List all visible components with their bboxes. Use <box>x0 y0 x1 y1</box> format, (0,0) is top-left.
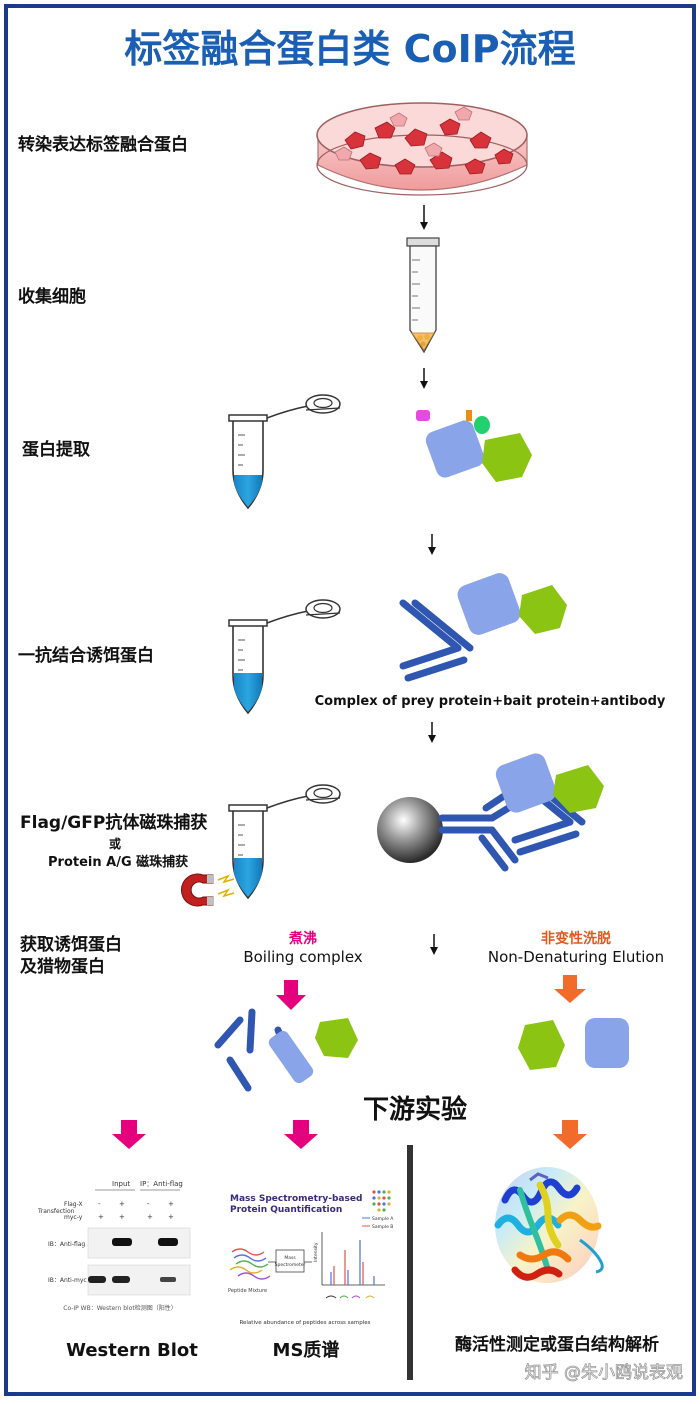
wb-sign: + <box>119 1200 125 1208</box>
step-transfect-label: 转染表达标签融合蛋白 <box>18 134 188 155</box>
non-denaturing-en-label: Non-Denaturing Elution <box>488 948 664 966</box>
ms-spectrum-plot: Intensity Sample A Sample B <box>313 1216 394 1299</box>
bottom-label-ms: MS质谱 <box>273 1339 340 1361</box>
magnet-icon <box>181 873 235 907</box>
step-beads-label: Flag/GFP抗体磁珠捕获 <box>20 812 207 833</box>
protein-mixture-icon <box>416 410 532 482</box>
ms-intensity-label: Intensity <box>313 1242 319 1262</box>
wb-sign: - <box>147 1200 150 1208</box>
step-obtain-label: 获取诱饵蛋白 <box>20 934 122 955</box>
ms-legend-a: Sample A <box>372 1216 394 1222</box>
wb-ib-myc: IB：Anti-myc <box>48 1277 87 1284</box>
wb-caption: Co-IP WB：Western blot检测图（阳性） <box>63 1304 177 1312</box>
wb-band <box>112 1276 130 1283</box>
boiling-en-label: Boiling complex <box>243 948 362 966</box>
wb-band <box>112 1238 132 1246</box>
step-beads-label-2: Protein A/G 磁珠捕获 <box>48 854 188 870</box>
step-collect-label: 收集细胞 <box>18 286 86 307</box>
petri-dish-icon <box>316 102 528 196</box>
ms-dot-matrix <box>372 1190 391 1212</box>
wb-sign: + <box>168 1213 174 1221</box>
ms-box-2: Spectrometer <box>275 1262 306 1268</box>
wb-band <box>88 1276 106 1283</box>
centrifuge-tube-icon <box>406 237 440 354</box>
antibody-bait-prey-complex <box>403 573 567 678</box>
flow-arrow <box>420 205 428 230</box>
wb-sign: + <box>147 1213 153 1221</box>
step-obtain-label-2: 及猎物蛋白 <box>20 956 105 977</box>
step-beads-or: 或 <box>109 836 121 851</box>
bottom-label-wb: Western Blot <box>66 1340 198 1361</box>
western-blot-panel: Input IP：Anti-flag Flag-X myc-y Transfec… <box>37 1180 191 1312</box>
complex-caption: Complex of prey protein+bait protein+ant… <box>315 694 666 709</box>
native-prey-bait-proteins <box>518 1018 629 1070</box>
wb-col-ip: IP：Anti-flag <box>140 1180 183 1188</box>
wb-sign: + <box>168 1200 174 1208</box>
ms-legend-b: Sample B <box>372 1224 393 1230</box>
ms-title-1: Mass Spectrometry-based <box>230 1194 362 1204</box>
mass-spec-panel: Mass Spectrometry-based Protein Quantifi… <box>228 1190 394 1326</box>
wb-sign: + <box>119 1213 125 1221</box>
flow-arrow <box>428 534 436 555</box>
magenta-down-arrow <box>284 1120 318 1149</box>
diagram-title: 标签融合蛋白类 CoIP流程 <box>124 27 575 71</box>
wb-band <box>158 1238 178 1246</box>
wb-band <box>160 1277 176 1282</box>
ms-title-2: Protein Quantification <box>230 1205 342 1215</box>
magnetic-bead-complex <box>377 753 604 872</box>
flow-arrow <box>420 368 428 389</box>
microtube-icon <box>228 784 341 899</box>
wb-row-myc: myc-y <box>64 1214 83 1221</box>
wb-sign: - <box>98 1200 101 1208</box>
flow-arrow <box>428 722 436 743</box>
mass-spectrometer-box <box>275 1249 305 1273</box>
downstream-heading: 下游实验 <box>363 1094 467 1125</box>
wb-col-input: Input <box>112 1180 130 1188</box>
wb-row-flag: Flag-X <box>64 1201 83 1208</box>
microtube-icon <box>228 394 341 509</box>
orange-down-arrow <box>553 1120 587 1149</box>
protein-structure-icon <box>494 1167 604 1283</box>
ms-peptide-label: Peptide Mixture <box>228 1288 267 1294</box>
magenta-down-arrow <box>112 1120 146 1149</box>
microtube-icon <box>228 599 341 714</box>
peptide-mixture-icon <box>229 1248 271 1280</box>
outer-frame <box>4 4 696 1396</box>
boiling-cn-label: 煮沸 <box>288 930 317 947</box>
wb-ib-flag: IB：Anti-flag <box>48 1241 85 1248</box>
step-primary-ab-label: 一抗结合诱饵蛋白 <box>18 645 154 666</box>
non-denaturing-cn-label: 非变性洗脱 <box>541 930 611 947</box>
ms-caption: Relative abundance of peptides across sa… <box>239 1320 370 1326</box>
ms-box-1: Mass <box>284 1255 296 1261</box>
magenta-down-arrow <box>276 980 306 1010</box>
denatured-protein-fragments <box>214 1008 358 1092</box>
flow-arrow <box>430 934 438 955</box>
step-extract-label: 蛋白提取 <box>22 439 90 460</box>
wb-row-group: Transfection <box>37 1208 75 1215</box>
orange-down-arrow <box>554 975 586 1003</box>
wb-sign: + <box>98 1213 104 1221</box>
watermark: 知乎 @朱小鸥说表观 <box>525 1363 683 1383</box>
bottom-label-enzyme: 酶活性测定或蛋白结构解析 <box>455 1334 659 1355</box>
